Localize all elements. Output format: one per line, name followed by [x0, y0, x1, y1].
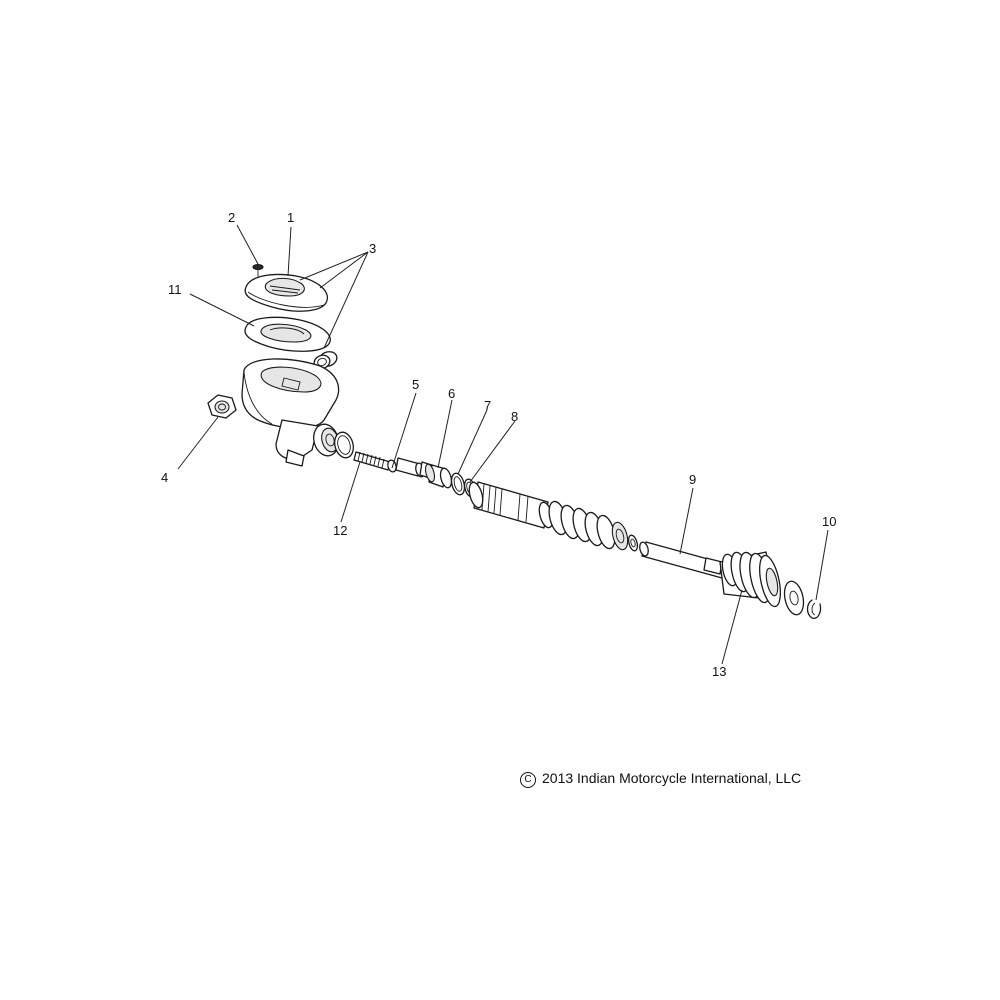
leader-lines [177, 224, 829, 665]
part-13-dust-boot [719, 551, 781, 608]
part-6-seal-cup [424, 463, 453, 489]
callout-8: 8 [511, 409, 518, 424]
part-1-reservoir-cover [244, 273, 328, 312]
small-washer [627, 534, 639, 552]
callout-11: 11 [168, 282, 182, 297]
callout-7: 7 [484, 398, 491, 413]
callout-3: 3 [369, 241, 376, 256]
spring [548, 500, 629, 551]
callout-5: 5 [412, 377, 419, 392]
part-9-pushrod-shaft [639, 541, 727, 579]
copyright-symbol: C [520, 772, 536, 788]
copyright-text: 2013 Indian Motorcycle International, LL… [542, 770, 802, 786]
part-7-o-ring [450, 472, 466, 496]
callout-6: 6 [448, 386, 455, 401]
callout-12: 12 [333, 523, 347, 538]
callout-2: 2 [228, 210, 235, 225]
copyright-notice: C 2013 Indian Motorcycle International, L… [520, 770, 801, 788]
callout-13: 13 [712, 664, 726, 679]
part-10-retaining-clip [806, 599, 822, 619]
outlet-o-ring [334, 431, 354, 459]
callout-4: 4 [161, 470, 168, 485]
reservoir-body [241, 358, 340, 467]
callout-10: 10 [822, 514, 836, 529]
callout-labels: 1 2 3 4 5 6 7 8 9 10 11 12 13 [161, 210, 836, 679]
flat-washer [783, 580, 805, 616]
valve-body [468, 481, 554, 529]
callout-1: 1 [287, 210, 294, 225]
part-12-threaded-pushrod [353, 451, 397, 473]
part-11-diaphragm-gasket [244, 316, 331, 352]
callout-9: 9 [689, 472, 696, 487]
part-4-hex-nut [207, 394, 237, 419]
